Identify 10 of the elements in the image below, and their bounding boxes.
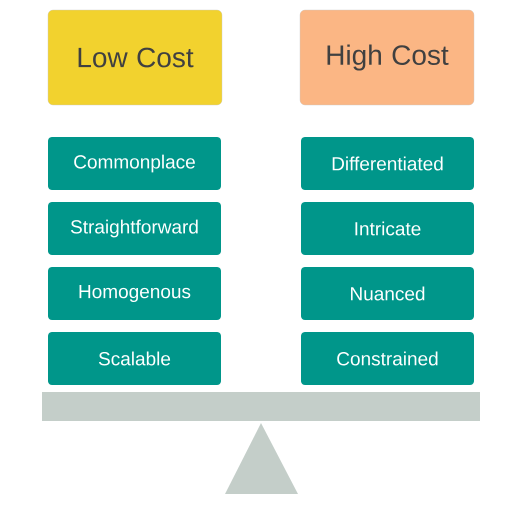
label-box: Scalable [48, 332, 221, 385]
label-box: Commonplace [48, 137, 221, 190]
label-box: Constrained [301, 332, 474, 385]
header-box: High Cost [300, 10, 474, 106]
label-box: Nuanced [301, 267, 474, 320]
header-box: Low Cost [48, 10, 222, 106]
label-box: Intricate [301, 202, 474, 255]
label-box: Straightforward [48, 202, 221, 255]
label-box: Homogenous [48, 267, 221, 320]
label-box: Differentiated [301, 137, 474, 190]
